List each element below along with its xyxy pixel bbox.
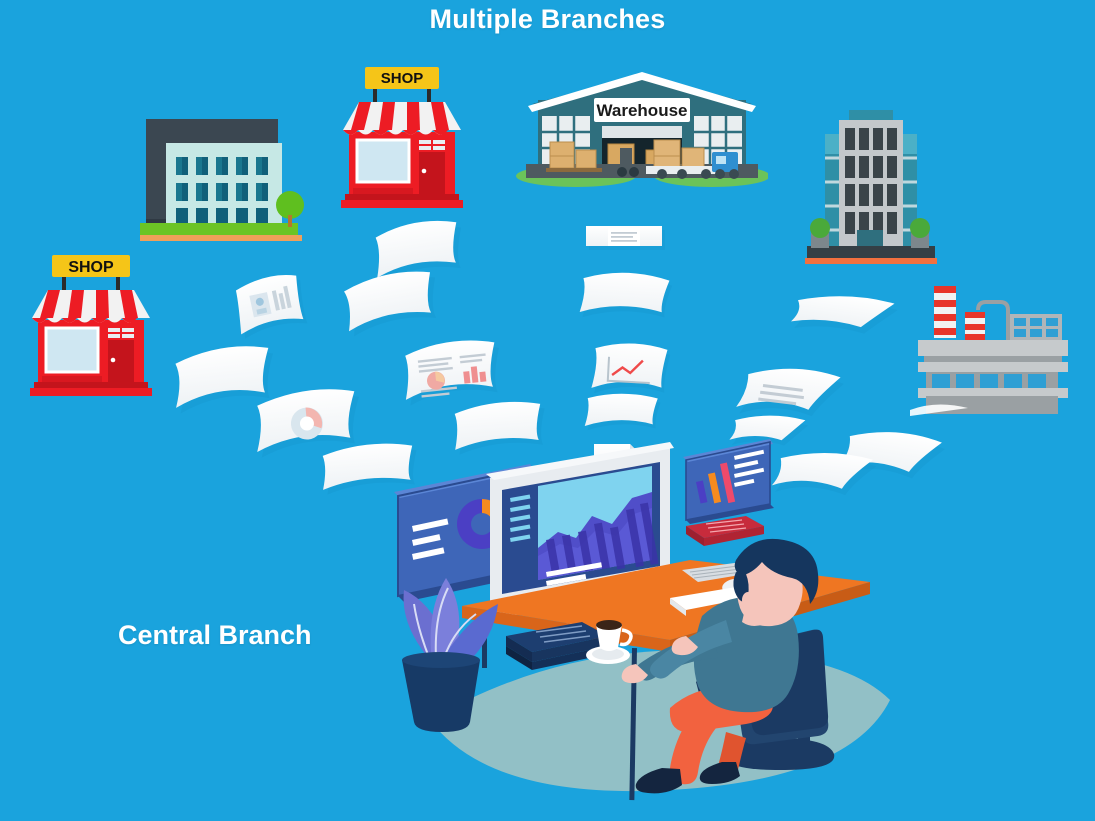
- paper-blank-right-4: [729, 415, 808, 446]
- office-worker: [621, 538, 819, 794]
- paper-lines-top-center: [586, 226, 665, 250]
- paper-blank-left-2: [322, 443, 417, 495]
- branch-shop-left: SHOP: [22, 254, 158, 400]
- paper-report-mid: [405, 340, 499, 406]
- coffee-cup: [586, 620, 633, 664]
- branch-office-tower: [797, 106, 945, 268]
- paper-blank-right-1: [791, 296, 898, 334]
- paper-doc-chart-left: [235, 275, 308, 339]
- central-branch-label: Central Branch: [118, 620, 312, 650]
- paper-donut-left: [257, 389, 359, 458]
- paper-linechart-center: [591, 343, 671, 394]
- paper-lines-right: [736, 368, 844, 417]
- central-workstation: [370, 420, 910, 821]
- warehouse-sign-label: Warehouse: [596, 101, 687, 120]
- shop-sign-label-top: SHOP: [381, 70, 424, 87]
- book-red: [686, 516, 764, 546]
- shop-sign-label-left: SHOP: [68, 259, 114, 276]
- paper-blank-center-1: [579, 272, 673, 318]
- branch-warehouse: Warehouse: [516, 72, 768, 196]
- paper-blank-upper-left: [375, 220, 462, 284]
- paper-blank-mid-left: [344, 271, 437, 337]
- monitor-center-area-chart: [486, 442, 678, 638]
- branch-factory: [910, 284, 1092, 416]
- branch-office-building: [140, 115, 310, 245]
- branch-shop-top: SHOP: [335, 66, 469, 211]
- potted-plant: [402, 578, 498, 732]
- paper-blank-mid: [454, 401, 545, 455]
- paper-blank-center-2: [584, 393, 661, 431]
- monitor-right-bar-chart: [683, 439, 774, 524]
- paper-blank-left-1: [175, 346, 273, 414]
- page-title: Multiple Branches: [429, 4, 666, 34]
- paper-blank-right-3: [771, 453, 877, 496]
